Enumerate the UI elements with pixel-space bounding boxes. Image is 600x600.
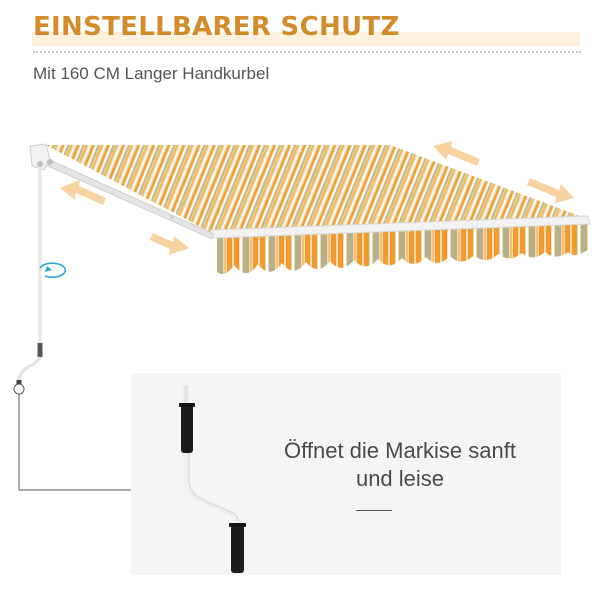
page-subtitle: Mit 160 CM Langer Handkurbel bbox=[33, 64, 270, 83]
crank-detail-panel bbox=[131, 373, 561, 575]
title-divider bbox=[33, 51, 581, 53]
crank-rod bbox=[13, 168, 131, 491]
panel-caption-line1: Öffnet die Markise sanft bbox=[284, 438, 516, 463]
wall-bracket bbox=[29, 143, 53, 171]
hand-crank-image bbox=[179, 385, 246, 573]
awning-canvas bbox=[46, 145, 585, 232]
title-highlight-bar bbox=[32, 32, 580, 46]
panel-divider bbox=[356, 510, 392, 511]
extend-retract-arrow-right bbox=[433, 141, 574, 203]
extend-retract-arrow-left bbox=[60, 180, 189, 255]
rotate-icon bbox=[39, 262, 67, 278]
panel-caption-line2: und leise bbox=[355, 466, 445, 491]
crank-grip-bottom bbox=[231, 525, 244, 573]
panel-caption: Öffnet die Markise sanft und leise bbox=[250, 437, 550, 493]
crank-grip-top bbox=[181, 403, 193, 453]
page-title: EINSTELLBARER SCHUTZ bbox=[33, 12, 400, 42]
